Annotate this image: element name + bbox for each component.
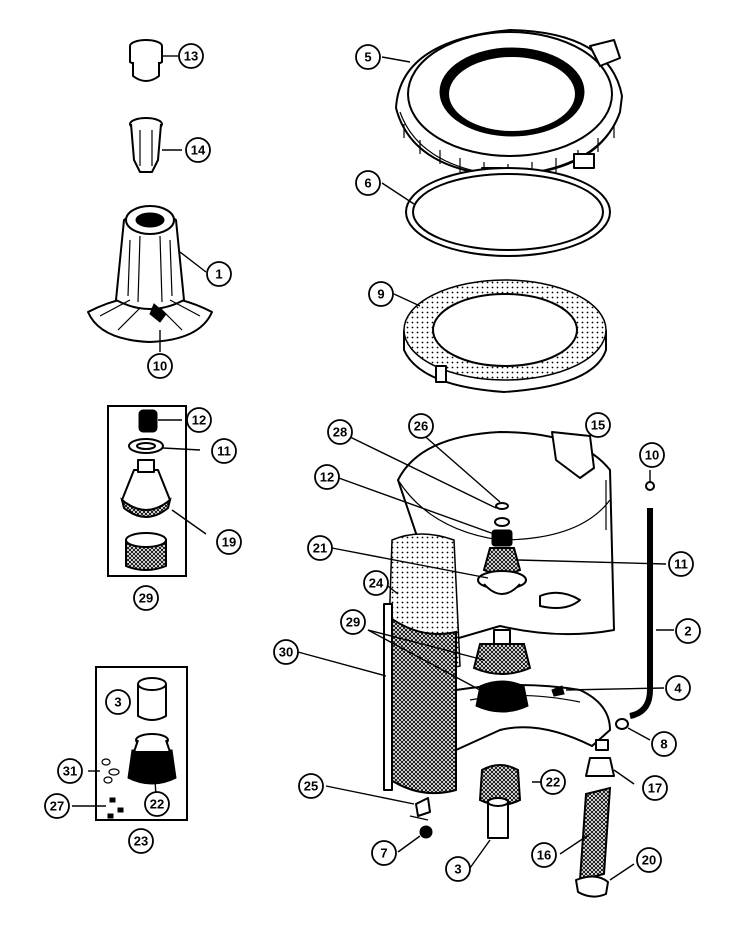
callout: 21 <box>307 535 333 561</box>
callout: 20 <box>636 847 662 873</box>
callout-label: 24 <box>369 576 384 591</box>
callout-label: 10 <box>645 448 659 463</box>
assembly-box-29 <box>107 405 187 577</box>
callout-label: 25 <box>304 779 318 794</box>
callout-label: 31 <box>63 764 77 779</box>
callout-label: 9 <box>377 287 384 302</box>
part-misc-small <box>325 685 665 898</box>
callout-label: 23 <box>134 834 148 849</box>
part-group-29-left <box>120 409 207 571</box>
callout: 24 <box>363 570 389 596</box>
callout-label: 2 <box>684 624 691 639</box>
callout: 12 <box>314 464 340 490</box>
callout-label: 7 <box>380 846 387 861</box>
part-agitator-1 <box>87 205 213 352</box>
callout-label: 12 <box>320 470 334 485</box>
part-hose-2 <box>629 470 674 719</box>
callout-label: 17 <box>648 781 662 796</box>
callout-label: 3 <box>454 862 461 877</box>
callout: 5 <box>355 44 381 70</box>
callout-label: 14 <box>191 143 206 158</box>
callout: 8 <box>651 731 677 757</box>
callout: 23 <box>128 828 154 854</box>
callout: 29 <box>133 585 159 611</box>
callout: 15 <box>585 412 611 438</box>
callout: 26 <box>408 413 434 439</box>
callout-label: 29 <box>346 615 360 630</box>
part-cap-13 <box>129 39 178 82</box>
assembly-box-23 <box>95 666 188 821</box>
callout-label: 13 <box>184 49 198 64</box>
callout: 30 <box>273 639 299 665</box>
callout-label: 4 <box>674 681 682 696</box>
callout-label: 27 <box>50 799 64 814</box>
callout: 4 <box>665 675 691 701</box>
callout: 2 <box>675 618 701 644</box>
callout-label: 26 <box>414 419 428 434</box>
callout-label: 16 <box>537 848 551 863</box>
callout: 10 <box>639 442 665 468</box>
callout-label: 30 <box>279 645 293 660</box>
callout: 13 <box>178 43 204 69</box>
callout: 6 <box>355 170 381 196</box>
callout: 12 <box>186 407 212 433</box>
callout: 10 <box>147 353 173 379</box>
callout-label: 21 <box>313 541 327 556</box>
callout: 3 <box>105 689 131 715</box>
callout-label: 5 <box>364 50 371 65</box>
callout-label: 6 <box>364 176 371 191</box>
callout: 11 <box>211 438 237 464</box>
callout: 28 <box>327 419 353 445</box>
callout-label: 20 <box>642 853 656 868</box>
callout: 14 <box>185 137 211 163</box>
part-center-stack <box>331 431 667 869</box>
callout: 31 <box>57 758 83 784</box>
callout-label: 11 <box>217 444 231 459</box>
callout: 29 <box>340 609 366 635</box>
callout-label: 3 <box>114 695 121 710</box>
callout-label: 19 <box>222 535 236 550</box>
callout: 3 <box>445 856 471 882</box>
callout: 16 <box>531 842 557 868</box>
part-clip-14 <box>129 117 182 173</box>
callout: 9 <box>368 281 394 307</box>
callout: 1 <box>206 261 232 287</box>
callout-label: 29 <box>139 591 153 606</box>
part-tub-cover-5 <box>381 29 623 185</box>
callout-label: 8 <box>660 737 667 752</box>
callout: 27 <box>44 793 70 819</box>
part-balance-ring-9 <box>393 279 607 393</box>
callout: 22 <box>144 791 170 817</box>
callout: 19 <box>216 529 242 555</box>
callout-label: 12 <box>192 413 206 428</box>
callout-label: 28 <box>333 425 347 440</box>
part-group-23 <box>72 677 177 819</box>
callout: 22 <box>540 769 566 795</box>
callout-label: 22 <box>150 797 164 812</box>
callout: 25 <box>298 773 324 799</box>
callout-label: 10 <box>153 359 167 374</box>
callout-label: 1 <box>215 267 222 282</box>
part-gasket-6 <box>381 167 611 257</box>
callout: 17 <box>642 775 668 801</box>
callout: 7 <box>371 840 397 866</box>
callout: 11 <box>668 551 694 577</box>
callout-label: 22 <box>546 775 560 790</box>
callout-label: 11 <box>674 557 688 572</box>
callout-label: 15 <box>591 418 605 433</box>
part-shield-30 <box>297 603 457 795</box>
